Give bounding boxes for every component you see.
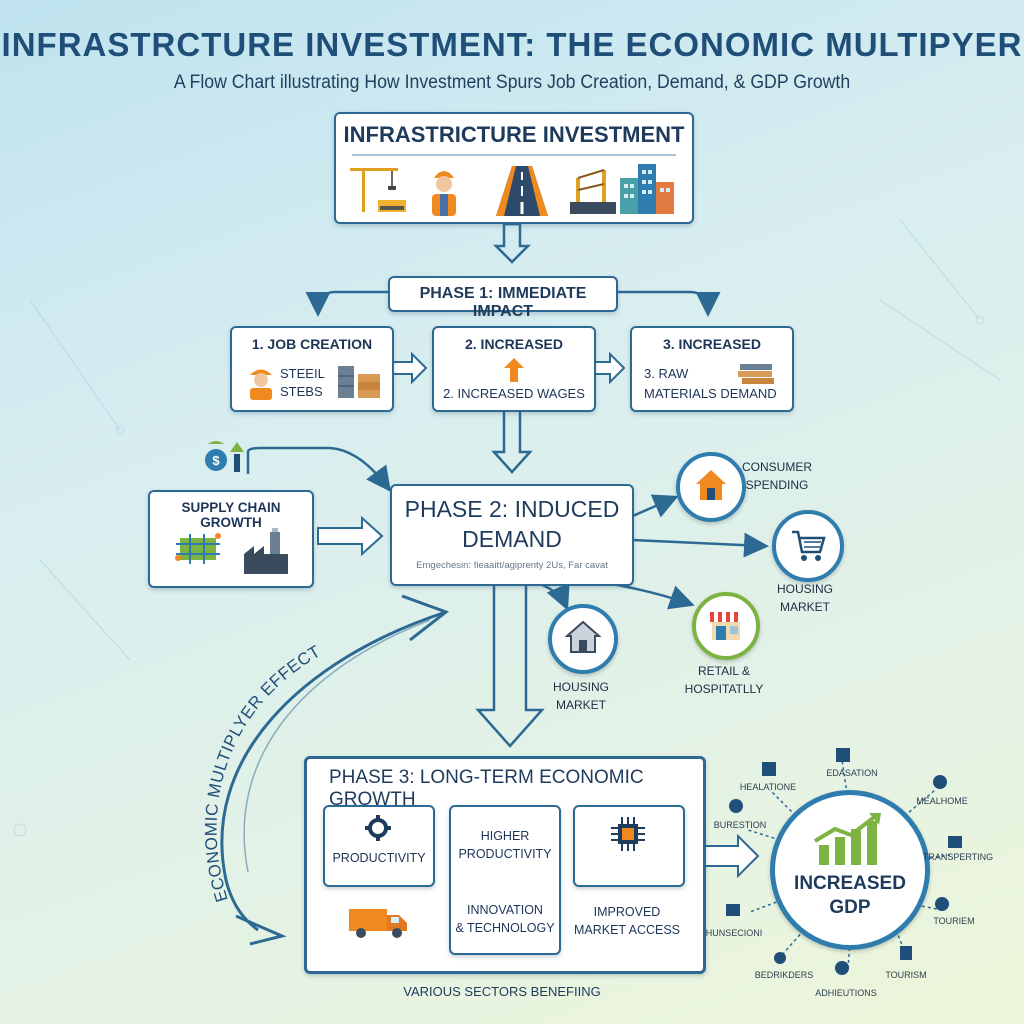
footer-note: VARIOUS SECTORS BENEFIING xyxy=(403,984,601,999)
supply-chain-box: SUPPLY CHAIN GROWTH xyxy=(148,490,314,588)
satellite-label-9: BEDRIKDERS xyxy=(754,970,814,980)
phase3-box: PHASE 3: LONG-TERM ECONOMIC GROWTH PRODU… xyxy=(304,756,706,974)
consumer-spending-line1: CONSUMER xyxy=(742,460,813,474)
productivity-label: PRODUCTIVITY xyxy=(332,851,426,865)
phase3-title: PHASE 3: LONG-TERM ECONOMIC GROWTH xyxy=(329,767,644,810)
page-title: INFRASTRCTURE INVESTMENT: THE ECONOMIC M… xyxy=(1,26,1023,63)
raw-materials-box: 3. INCREASED 3. RAW MATERIALS DEMAND xyxy=(630,326,794,412)
growth-chart-icon xyxy=(813,813,881,865)
bulb-small-icon xyxy=(774,952,786,964)
person-small-icon xyxy=(729,799,743,813)
globe-small-icon xyxy=(935,897,949,911)
phase2-box: PHASE 2: INDUCED DEMAND Emgechesin: fiea… xyxy=(390,484,634,586)
truck-icon xyxy=(349,909,407,938)
transport-small-icon xyxy=(948,836,962,848)
house-icon xyxy=(696,470,726,500)
health-small-icon xyxy=(933,775,947,789)
higher-productivity-line1: HIGHER xyxy=(480,829,530,843)
housing-market-left-line2: MARKET xyxy=(555,698,606,712)
road-icon xyxy=(496,166,548,216)
retail-node xyxy=(692,592,760,660)
gdp-circle: INCREASED GDP xyxy=(770,790,930,950)
satellite-label-2: EDASATION xyxy=(826,768,878,778)
satellite-label-4: BURESTION xyxy=(713,820,767,830)
market-access-line1: IMPROVED xyxy=(593,905,661,919)
steel-materials-icon xyxy=(338,366,380,398)
construction-icons xyxy=(350,164,674,216)
housing-market-right-node xyxy=(772,510,844,582)
gear-icon xyxy=(365,815,391,841)
chip-box xyxy=(573,805,685,887)
innovation-line2: & TECHNOLOGY xyxy=(455,921,555,935)
lumber-icon xyxy=(738,364,774,384)
school-small-icon xyxy=(836,748,850,762)
up-arrow-icon xyxy=(504,358,524,382)
svg-text:$: $ xyxy=(212,453,220,468)
retail-line2: HOSPITATLLY xyxy=(684,682,764,696)
satellite-label-10: ADHIEUTIONS xyxy=(815,988,877,998)
market-access-line2: MARKET ACCESS xyxy=(573,923,681,937)
innovation-line1: INNOVATION xyxy=(467,903,543,917)
gdp-line2: GDP xyxy=(829,897,871,918)
satellite-label-7: HUNSECIONI xyxy=(705,928,763,938)
supply-chain-title: SUPPLY CHAIN GROWTH xyxy=(181,500,281,530)
building-small-icon xyxy=(900,946,912,960)
satellite-label-6: TOURIEM xyxy=(933,916,975,926)
job-creation-line2: STEBS xyxy=(280,384,323,399)
phase1-label: PHASE 1: IMMEDIATE IMPACT xyxy=(388,276,618,320)
infrastructure-investment-title: INFRASTRICTURE INVESTMENT xyxy=(343,122,685,147)
phase2-title-line1: PHASE 2: INDUCED xyxy=(404,496,620,522)
page-subtitle: A Flow Chart illustrating How Investment… xyxy=(173,72,851,93)
retail-line1: RETAIL & xyxy=(697,664,750,678)
higher-productivity-line2: PRODUCTIVITY xyxy=(458,847,552,861)
satellite-label-8: TOURISM xyxy=(885,970,927,980)
truck-small-icon xyxy=(726,904,740,916)
increased-wages-box: 2. INCREASED 2. INCREASED WAGES xyxy=(432,326,596,412)
factory-network-icon xyxy=(175,528,288,574)
raw-materials-line1: 3. RAW xyxy=(644,366,689,381)
productivity-box: PRODUCTIVITY xyxy=(323,805,435,887)
infrastructure-investment-box: INFRASTRICTURE INVESTMENT xyxy=(334,112,694,224)
house-icon xyxy=(565,620,601,653)
satellite-label-5: TRANSPERTING xyxy=(922,852,994,862)
innovation-box: HIGHER PRODUCTIVITY INNOVATION & TECHNOL… xyxy=(449,805,561,955)
housing-market-left-node xyxy=(548,604,618,674)
consumer-spending-line2: SPENDING xyxy=(745,478,809,492)
job-creation-box: 1. JOB CREATION STEEIL STEBS xyxy=(230,326,394,412)
housing-market-right-line2: MARKET xyxy=(779,600,830,614)
consumer-spending-node xyxy=(676,452,746,522)
microchip-icon xyxy=(611,817,645,851)
satellite-label-1: HEALATIONE xyxy=(739,782,797,792)
increased-wages-sub: 2. INCREASED WAGES xyxy=(443,386,585,401)
worker-icon xyxy=(250,369,272,400)
satellite-label-3: MEALHOME xyxy=(916,796,968,806)
storefront-icon xyxy=(710,612,742,640)
increased-wages-title: 2. INCREASED xyxy=(464,336,564,352)
raw-materials-line2: MATERIALS DEMAND xyxy=(644,386,777,401)
raw-materials-title: 3. INCREASED xyxy=(662,336,762,352)
shopping-cart-icon xyxy=(792,530,826,561)
job-creation-line1: STEEIL xyxy=(280,366,325,381)
gdp-line1: INCREASED xyxy=(794,873,906,894)
phase2-title-line2: DEMAND xyxy=(462,526,562,552)
worker-icon xyxy=(432,171,456,216)
housing-market-right-line1: HOUSING xyxy=(776,582,833,596)
phase2-caption: Emgechesin: fieaaitt/agiprenty 2Us, Far … xyxy=(416,560,608,571)
bridge-construction-icon xyxy=(570,169,616,214)
money-growth-icon: $ xyxy=(205,441,244,472)
job-creation-title: 1. JOB CREATION xyxy=(251,336,373,352)
down-arrow-investment xyxy=(492,222,532,264)
service-small-icon xyxy=(835,961,849,975)
crane-icon xyxy=(350,168,406,212)
factory-small-icon xyxy=(762,762,776,776)
housing-market-left-line1: HOUSING xyxy=(552,680,609,694)
city-buildings-icon xyxy=(620,164,674,214)
